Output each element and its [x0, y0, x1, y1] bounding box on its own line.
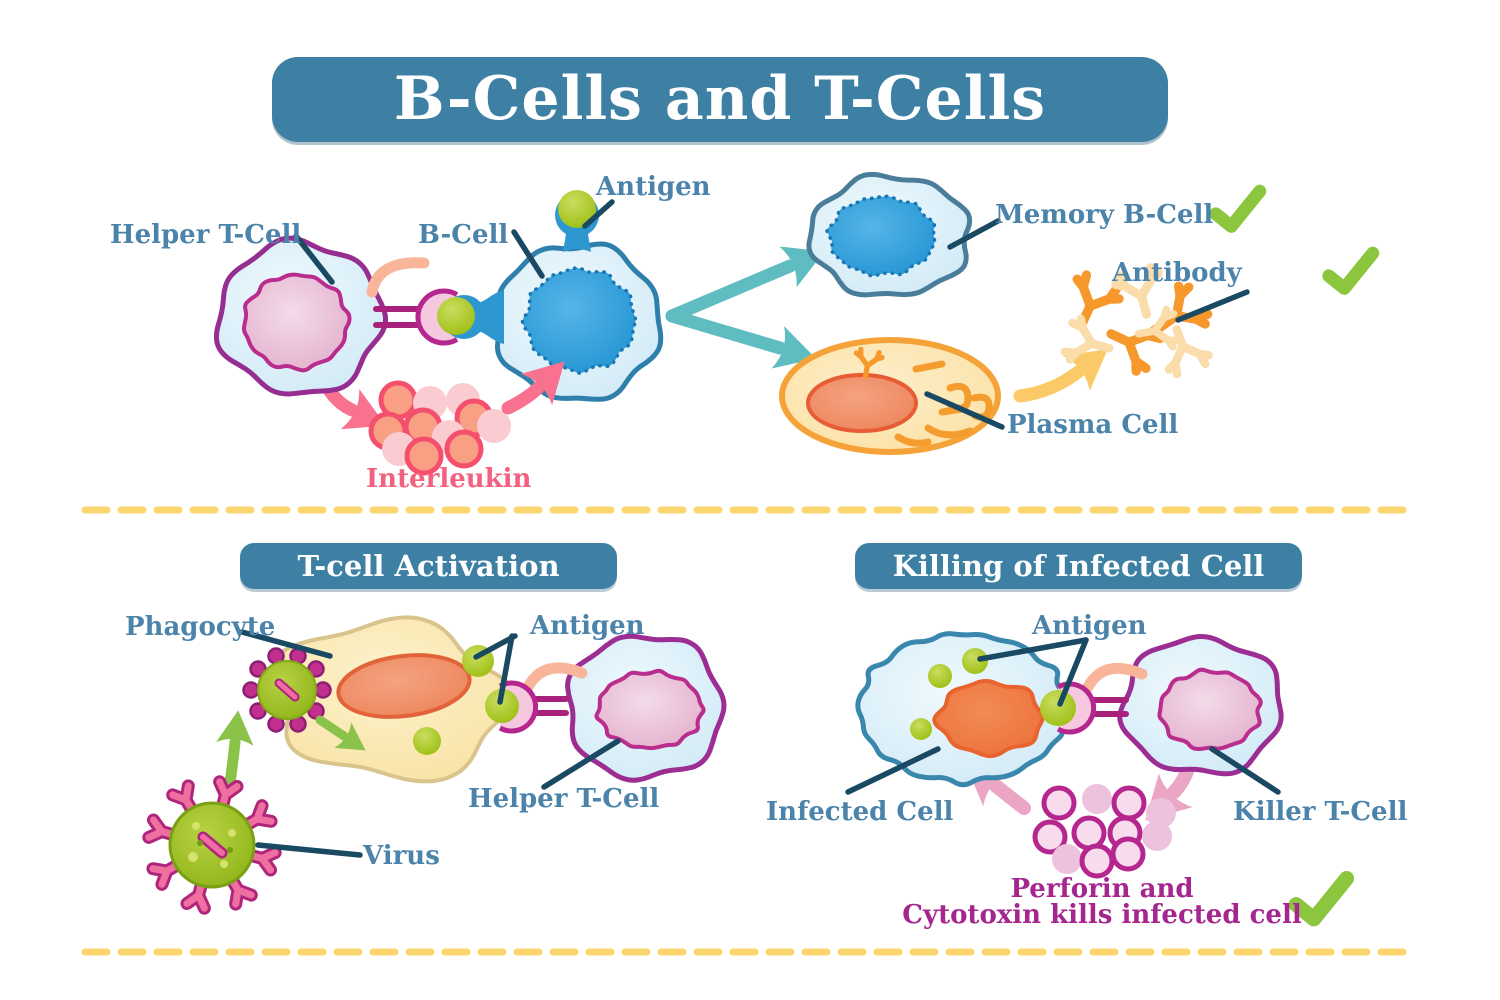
label-killer-t-cell: Killer T-Cell [1233, 797, 1408, 827]
label-antigen-right: Antigen [1032, 611, 1147, 641]
label-helper-t-cell-bottom: Helper T-Cell [468, 784, 660, 814]
section-header-t-cell-activation: T-cell Activation [240, 543, 617, 589]
processing-arrow [315, 715, 366, 751]
differentiation-arrow [665, 246, 825, 369]
kill-caption-line1: Perforin and [1010, 874, 1194, 904]
killer-t-cell-figure [1117, 633, 1284, 777]
antigen-ball-presented-left [485, 689, 519, 723]
perforin-attack-arrow [964, 761, 1031, 815]
antigen-ball-infected-3 [910, 718, 932, 740]
label-antibody: Antibody [1112, 258, 1242, 288]
label-infected-cell: Infected Cell [766, 797, 954, 827]
memory-b-cell-pointer [947, 218, 1001, 250]
phagocyte-tcell-receptor [485, 662, 588, 734]
label-plasma-cell: Plasma Cell [1007, 410, 1179, 440]
killer-t-cell-pointer [1209, 746, 1281, 795]
label-interleukin: Interleukin [366, 464, 532, 494]
b-cell-figure [494, 241, 664, 402]
antibody-pointer [1175, 289, 1250, 323]
label-phagocyte: Phagocyte [125, 612, 276, 642]
perforin-cluster [1032, 784, 1176, 879]
label-b-cell: B-Cell [418, 220, 509, 250]
page-title: B-Cells and T-Cells [272, 57, 1168, 142]
antigen-ball-phagocyte-2 [413, 727, 441, 755]
engulfed-virus [242, 647, 332, 733]
antigen-ball-presented [437, 297, 475, 335]
checkmark-icon-memory [1214, 191, 1263, 228]
secretion-arrow [1013, 349, 1108, 403]
phagocyte-figure [242, 615, 517, 784]
antigen-ball-infected-1 [962, 648, 988, 674]
helper-t-cell-bottom-figure [565, 633, 727, 783]
helper-t-cell-top-figure [213, 235, 389, 397]
b-cell-pointer [511, 229, 545, 279]
label-antigen-left: Antigen [530, 611, 645, 641]
antigen-right-pointer-2 [1057, 637, 1089, 707]
antigen-left-pointer-1 [473, 633, 518, 660]
antigen-right-pointer-1 [977, 637, 1089, 662]
label-virus: Virus [363, 841, 440, 871]
virus-figure [149, 782, 275, 908]
pointer-lines [239, 199, 1281, 858]
helper-t-top-pointer [293, 233, 335, 285]
infected-killer-receptor [1040, 662, 1148, 735]
infected-cell-nucleus [932, 678, 1045, 759]
section-header-killing: Killing of Infected Cell [855, 543, 1302, 589]
infected-cell-pointer [845, 746, 941, 795]
infected-cell-figure [855, 631, 1072, 788]
antigen-ball-top [558, 190, 596, 228]
antigen-top-pointer [582, 199, 615, 229]
antigen-left-pointer-2 [497, 633, 515, 705]
label-antigen-top: Antigen [596, 172, 711, 202]
phagocyte-nucleus [336, 653, 472, 719]
interleukin-cluster [368, 380, 511, 476]
memory-b-cell-figure [806, 171, 973, 298]
antigen-ball-presented-right [1040, 690, 1076, 726]
label-helper-t-cell-top: Helper T-Cell [110, 220, 302, 250]
kill-caption-line2: Cytotoxin kills infected cell [902, 900, 1302, 930]
label-memory-b-cell: Memory B-Cell [995, 200, 1214, 230]
plasma-cell-pointer [924, 391, 1005, 430]
phagocyte-pointer [239, 629, 333, 659]
tcr-bcell-receptor [366, 257, 504, 346]
kill-caption: Perforin and Cytotoxin kills infected ce… [892, 876, 1312, 928]
antigen-ball-infected-2 [928, 664, 952, 688]
plasma-cell-figure [779, 337, 1001, 455]
virus-pointer [255, 842, 363, 858]
helper-t-bottom-pointer [541, 738, 621, 790]
interleukin-stimulation-arrow [501, 361, 565, 415]
checkmark-icon-antibody [1327, 253, 1376, 290]
